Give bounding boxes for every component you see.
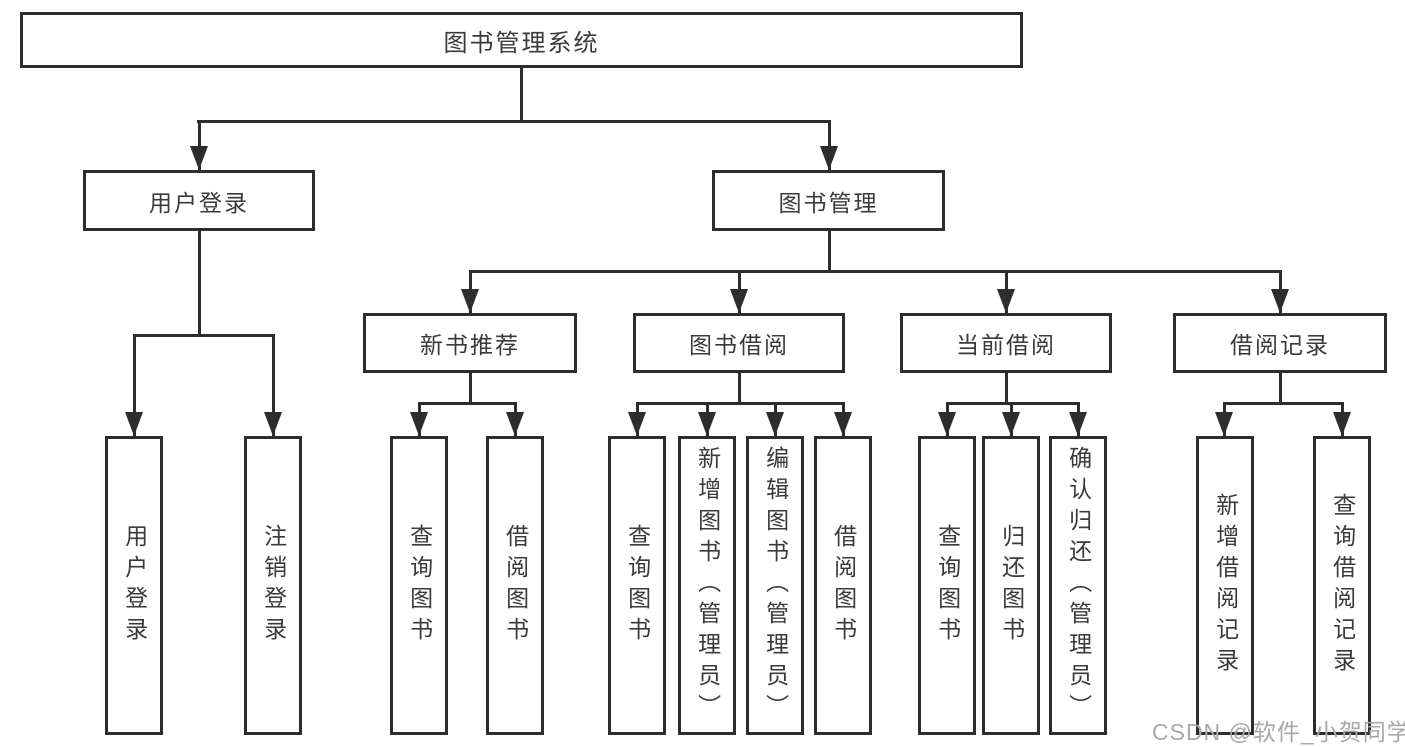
leaf-query-books-borrowing: 查询图书 bbox=[608, 436, 666, 735]
node-current-borrowing: 当前借阅 bbox=[900, 313, 1112, 373]
leaf-query-books-current: 查询图书 bbox=[918, 436, 976, 735]
leaf-add-borrow-record: 新增借阅记录 bbox=[1196, 436, 1254, 735]
node-new-book-recommendation: 新书推荐 bbox=[363, 313, 577, 373]
leaf-edit-books-admin: 编辑图书（管理员） bbox=[746, 436, 804, 735]
connector-to-leaf-user-login bbox=[133, 334, 136, 436]
arrow-down-icon bbox=[1271, 289, 1289, 313]
leaf-label: 查询图书 bbox=[406, 523, 433, 648]
leaf-user-login: 用户登录 bbox=[105, 436, 163, 735]
arrow-down-icon bbox=[1215, 412, 1233, 436]
leaf-query-books-newrec: 查询图书 bbox=[390, 436, 448, 735]
connector-borrowing-records-stub bbox=[1279, 373, 1282, 404]
arrow-down-icon bbox=[834, 412, 852, 436]
connector-user-login-branch bbox=[133, 334, 274, 337]
arrow-down-icon bbox=[997, 289, 1015, 313]
arrow-down-icon bbox=[766, 412, 784, 436]
arrow-down-icon bbox=[820, 146, 838, 170]
connector-user-login-stub bbox=[198, 231, 201, 336]
connector-root-stub bbox=[520, 68, 523, 122]
connector-book-borrowing-branch bbox=[636, 402, 845, 405]
csdn-watermark: CSDN @软件_小贺同学 bbox=[1152, 719, 1405, 745]
connector-book-management-stub bbox=[828, 231, 831, 272]
leaf-label: 新增图书（管理员） bbox=[694, 446, 721, 725]
arrow-down-icon bbox=[1002, 412, 1020, 436]
leaf-label: 查询借阅记录 bbox=[1329, 492, 1356, 679]
leaf-label: 确认归还（管理员） bbox=[1065, 446, 1092, 725]
arrow-down-icon bbox=[506, 412, 524, 436]
leaf-label: 编辑图书（管理员） bbox=[762, 446, 789, 725]
node-user-login: 用户登录 bbox=[83, 170, 315, 231]
arrow-down-icon bbox=[461, 289, 479, 313]
leaf-query-borrow-record: 查询借阅记录 bbox=[1313, 436, 1371, 735]
arrow-down-icon bbox=[264, 412, 282, 436]
node-book-management: 图书管理 bbox=[712, 170, 945, 231]
leaf-return-books: 归还图书 bbox=[982, 436, 1040, 735]
leaf-borrow-books: 借阅图书 bbox=[814, 436, 872, 735]
arrow-down-icon bbox=[1069, 412, 1087, 436]
leaf-logout: 注销登录 bbox=[244, 436, 302, 735]
node-borrowing-records: 借阅记录 bbox=[1173, 313, 1387, 373]
leaf-label: 借阅图书 bbox=[502, 523, 529, 648]
connector-new-book-branch bbox=[418, 402, 517, 405]
leaf-label: 归还图书 bbox=[998, 523, 1025, 648]
arrow-down-icon bbox=[938, 412, 956, 436]
connector-to-leaf-logout bbox=[272, 334, 275, 436]
leaf-label: 借阅图书 bbox=[830, 523, 857, 648]
node-library-management-system: 图书管理系统 bbox=[20, 12, 1023, 68]
arrow-down-icon bbox=[410, 412, 428, 436]
connector-root-branch bbox=[197, 120, 831, 123]
leaf-label: 查询图书 bbox=[934, 523, 961, 648]
leaf-label: 注销登录 bbox=[260, 523, 287, 648]
arrow-down-icon bbox=[698, 412, 716, 436]
connector-to-user-login bbox=[198, 120, 201, 170]
arrow-down-icon bbox=[1333, 412, 1351, 436]
arrow-down-icon bbox=[125, 412, 143, 436]
arrow-down-icon bbox=[628, 412, 646, 436]
node-book-borrowing: 图书借阅 bbox=[633, 313, 845, 373]
connector-new-book-stub bbox=[469, 373, 472, 404]
leaf-add-books-admin: 新增图书（管理员） bbox=[678, 436, 736, 735]
leaf-confirm-return-admin: 确认归还（管理员） bbox=[1049, 436, 1107, 735]
leaf-label: 新增借阅记录 bbox=[1212, 492, 1239, 679]
arrow-down-icon bbox=[190, 146, 208, 170]
connector-book-borrowing-stub bbox=[738, 373, 741, 404]
leaf-label: 查询图书 bbox=[624, 523, 651, 648]
arrow-down-icon bbox=[730, 289, 748, 313]
connector-current-borrowing-stub bbox=[1005, 373, 1008, 404]
connector-to-book-management bbox=[828, 120, 831, 170]
connector-borrowing-records-branch bbox=[1223, 402, 1344, 405]
leaf-borrow-books-newrec: 借阅图书 bbox=[486, 436, 544, 735]
connector-book-management-branch bbox=[469, 270, 1282, 273]
leaf-label: 用户登录 bbox=[121, 523, 148, 648]
